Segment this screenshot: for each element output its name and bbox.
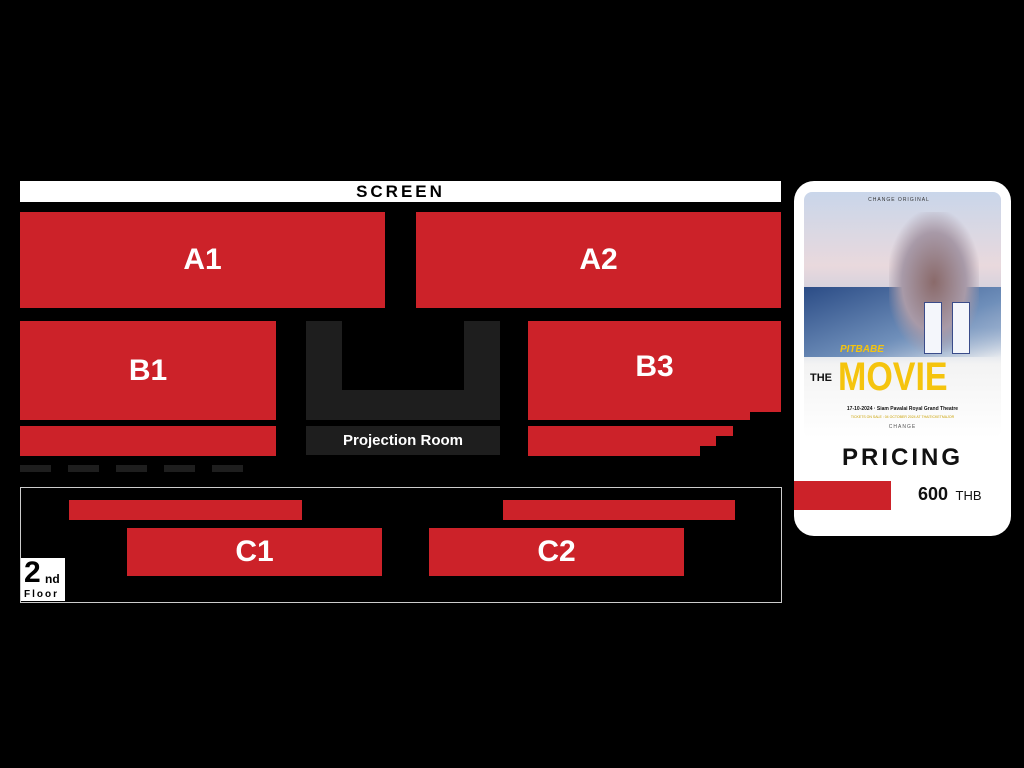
price-amount: 600 [918, 484, 949, 504]
poster-title: MOVIE [838, 355, 948, 399]
zone-c1-label: C1 [235, 535, 274, 568]
zone-a2-label: A2 [579, 243, 618, 276]
zone-c2[interactable]: C2 [429, 528, 684, 576]
zone-c2-label: C2 [537, 535, 576, 568]
screen-label: SCREEN [20, 181, 781, 202]
walkway-marker [68, 465, 99, 472]
zone-a2[interactable]: A2 [416, 212, 781, 308]
price-value: 600 THB [918, 484, 982, 505]
zone-b3-row[interactable] [528, 426, 733, 436]
zone-b1[interactable]: B1 [20, 321, 276, 420]
floor-label: Floor [24, 589, 59, 600]
movie-poster: CHANGE ORIGINAL PITBABE THE MOVIE 17-10-… [804, 192, 1001, 438]
zone-c2-row[interactable] [503, 500, 735, 520]
walkway-marker [212, 465, 243, 472]
walkway-marker [116, 465, 147, 472]
poster-subtitle: PITBABE [840, 344, 884, 355]
pricing-heading: PRICING [841, 444, 963, 471]
zone-b1-label: B1 [128, 353, 168, 387]
zone-a1-label: A1 [183, 243, 222, 276]
zone-b3-row [528, 446, 700, 456]
floor-number: 2 [24, 558, 41, 589]
zone-a1[interactable]: A1 [20, 212, 385, 308]
zone-b3[interactable]: B3 [528, 321, 781, 412]
second-floor-area [20, 487, 782, 603]
walkway-marker [20, 465, 51, 472]
price-tier-swatch [794, 481, 891, 510]
zone-b3-row [528, 436, 716, 446]
floor-badge: 2 nd Floor [21, 558, 65, 601]
zone-b1-row[interactable] [20, 426, 276, 456]
pricing-card: CHANGE ORIGINAL PITBABE THE MOVIE 17-10-… [794, 181, 1011, 536]
price-currency: THB [955, 488, 982, 503]
projection-structure [306, 321, 500, 420]
walkway-marker [164, 465, 195, 472]
zone-b3-step [528, 412, 750, 420]
poster-brand: CHANGE ORIGINAL [868, 197, 930, 203]
poster-tickets: TICKETS ON SALE : 04 OCTOBER 2024 AT THA… [850, 415, 955, 419]
zone-b3-label: B3 [635, 349, 674, 383]
floor-suffix: nd [45, 572, 60, 586]
zone-c1[interactable]: C1 [127, 528, 382, 576]
zone-c1-row[interactable] [69, 500, 302, 520]
poster-date-venue: 17-10-2024 · Siam Pavalai Royal Grand Th… [846, 406, 959, 412]
poster-the: THE [810, 372, 832, 384]
projection-room: Projection Room [306, 426, 500, 455]
poster-footer-brand: CHANGE [888, 424, 917, 430]
